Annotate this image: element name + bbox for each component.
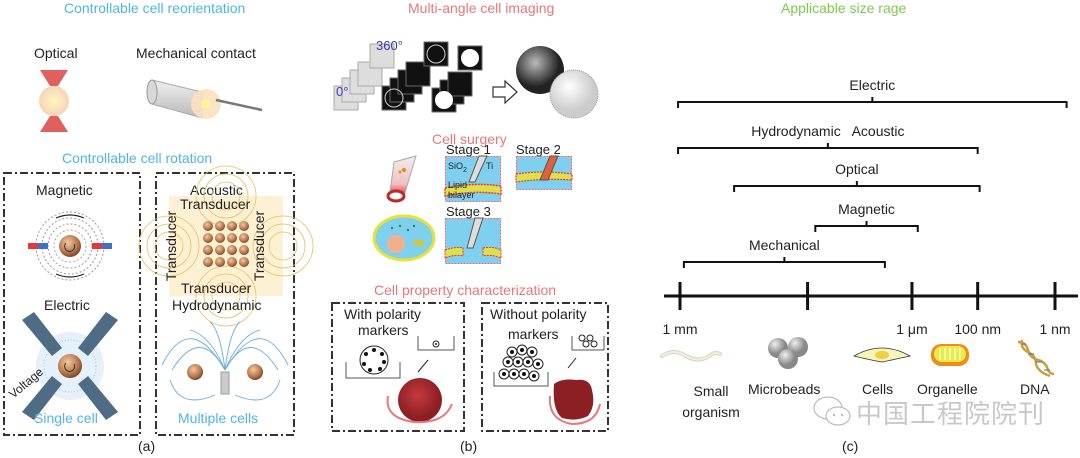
mitochondria-icon <box>931 344 969 366</box>
range-label: Hydrodynamic Acoustic <box>751 123 904 139</box>
label-stage-3: Stage 3 <box>446 204 491 219</box>
label-sio2-text: SiO <box>448 161 464 171</box>
axis-tick-label: 1 mm <box>663 321 698 337</box>
label-dna: DNA <box>1020 381 1050 397</box>
label-hydrodynamic: Hydrodynamic <box>172 297 262 313</box>
label-ti: Ti <box>486 161 494 171</box>
label-mechanical-contact: Mechanical contact <box>136 45 256 61</box>
title-rotation: Controllable cell rotation <box>62 150 213 166</box>
label-sio2: SiO2 <box>448 161 467 174</box>
without-markers-box <box>481 302 609 432</box>
watermark-text: 中国工程院院刊 <box>856 399 1046 429</box>
caption-c: (c) <box>842 438 859 454</box>
reconstructed-cell-icon <box>516 46 599 119</box>
label-magnetic: Magnetic <box>36 182 93 198</box>
axis-tick-label: 1 nm <box>1039 321 1070 337</box>
range-label: Electric <box>849 77 895 93</box>
stage-2-panel <box>515 155 573 190</box>
label-transducer-bottom: Transducer <box>181 280 252 296</box>
worm-icon <box>660 350 722 362</box>
with-markers-box <box>331 302 465 432</box>
range-bracket <box>677 143 979 154</box>
optical-trap-icon <box>39 70 69 132</box>
label-without-polarity: Without polarity <box>490 306 587 322</box>
stage-1-panel <box>444 155 502 202</box>
nanoneedle-cell-icon <box>372 155 436 262</box>
range-label: Magnetic <box>838 201 895 217</box>
label-microbeads: Microbeads <box>748 381 821 397</box>
title-multi-angle-imaging: Multi-angle cell imaging <box>408 0 555 16</box>
axis-tick-label: 1 μm <box>896 321 927 337</box>
label-cells: Cells <box>862 381 894 397</box>
caption-a: (a) <box>138 438 156 454</box>
micropipette-icon <box>146 79 263 119</box>
range-bracket <box>682 257 886 268</box>
title-reorientation: Controllable cell reorientation <box>64 0 246 16</box>
acoustic-array-icon <box>138 165 314 327</box>
axis-tick-label: 100 nm <box>954 321 1001 337</box>
label-angle-end: 360° <box>376 38 403 53</box>
title-cell-property: Cell property characterization <box>374 282 557 298</box>
microbeads-icon <box>768 337 808 369</box>
multiple-cells-box <box>155 172 295 436</box>
caption-b: (b) <box>460 438 478 454</box>
range-label: Optical <box>835 161 879 177</box>
label-with-polarity: With polarity <box>344 306 422 322</box>
range-label: Mechanical <box>749 237 820 253</box>
single-cell-box <box>3 172 141 436</box>
label-without-markers: markers <box>508 326 559 342</box>
title-cell-surgery: Cell surgery <box>432 131 507 147</box>
stage-3-panel <box>444 217 502 264</box>
hydrodynamic-flow-icon <box>161 321 289 401</box>
magnetic-rotation-icon <box>28 211 112 281</box>
label-bilayer: bilayer <box>448 190 475 200</box>
label-acoustic: Acoustic <box>190 182 243 198</box>
label-optical: Optical <box>34 45 78 61</box>
label-small-organism-1: Small organism <box>681 381 740 423</box>
label-electric: Electric <box>44 297 90 313</box>
label-multiple-cells: Multiple cells <box>178 410 259 426</box>
label-angle-start: 0° <box>336 84 349 99</box>
electric-rotation-icon <box>22 312 118 420</box>
label-small-organism: Small organism <box>682 383 740 420</box>
label-single-cell: Single cell <box>34 410 98 426</box>
label-organelle: Organelle <box>917 381 978 397</box>
range-bracket <box>677 97 1068 108</box>
label-with-markers: markers <box>358 322 409 338</box>
polarized-spheroid-icon <box>345 336 455 424</box>
cell-icon <box>852 347 912 363</box>
label-transducer-top: Transducer <box>180 196 251 212</box>
wechat-logo-icon <box>813 396 851 426</box>
title-size-range: Applicable size rage <box>781 0 907 16</box>
label-stage-1: Stage 1 <box>446 142 491 157</box>
nonpolarized-aggregate-icon <box>493 334 605 426</box>
image-stack-icon <box>333 41 483 113</box>
label-sio2-sub: 2 <box>463 166 467 174</box>
range-bracket <box>733 181 981 192</box>
label-stage-2: Stage 2 <box>516 142 561 157</box>
range-bracket <box>814 221 919 232</box>
label-lipid: Lipid <box>448 180 468 190</box>
arrow-right-icon <box>492 79 518 105</box>
dna-icon <box>1017 339 1055 378</box>
